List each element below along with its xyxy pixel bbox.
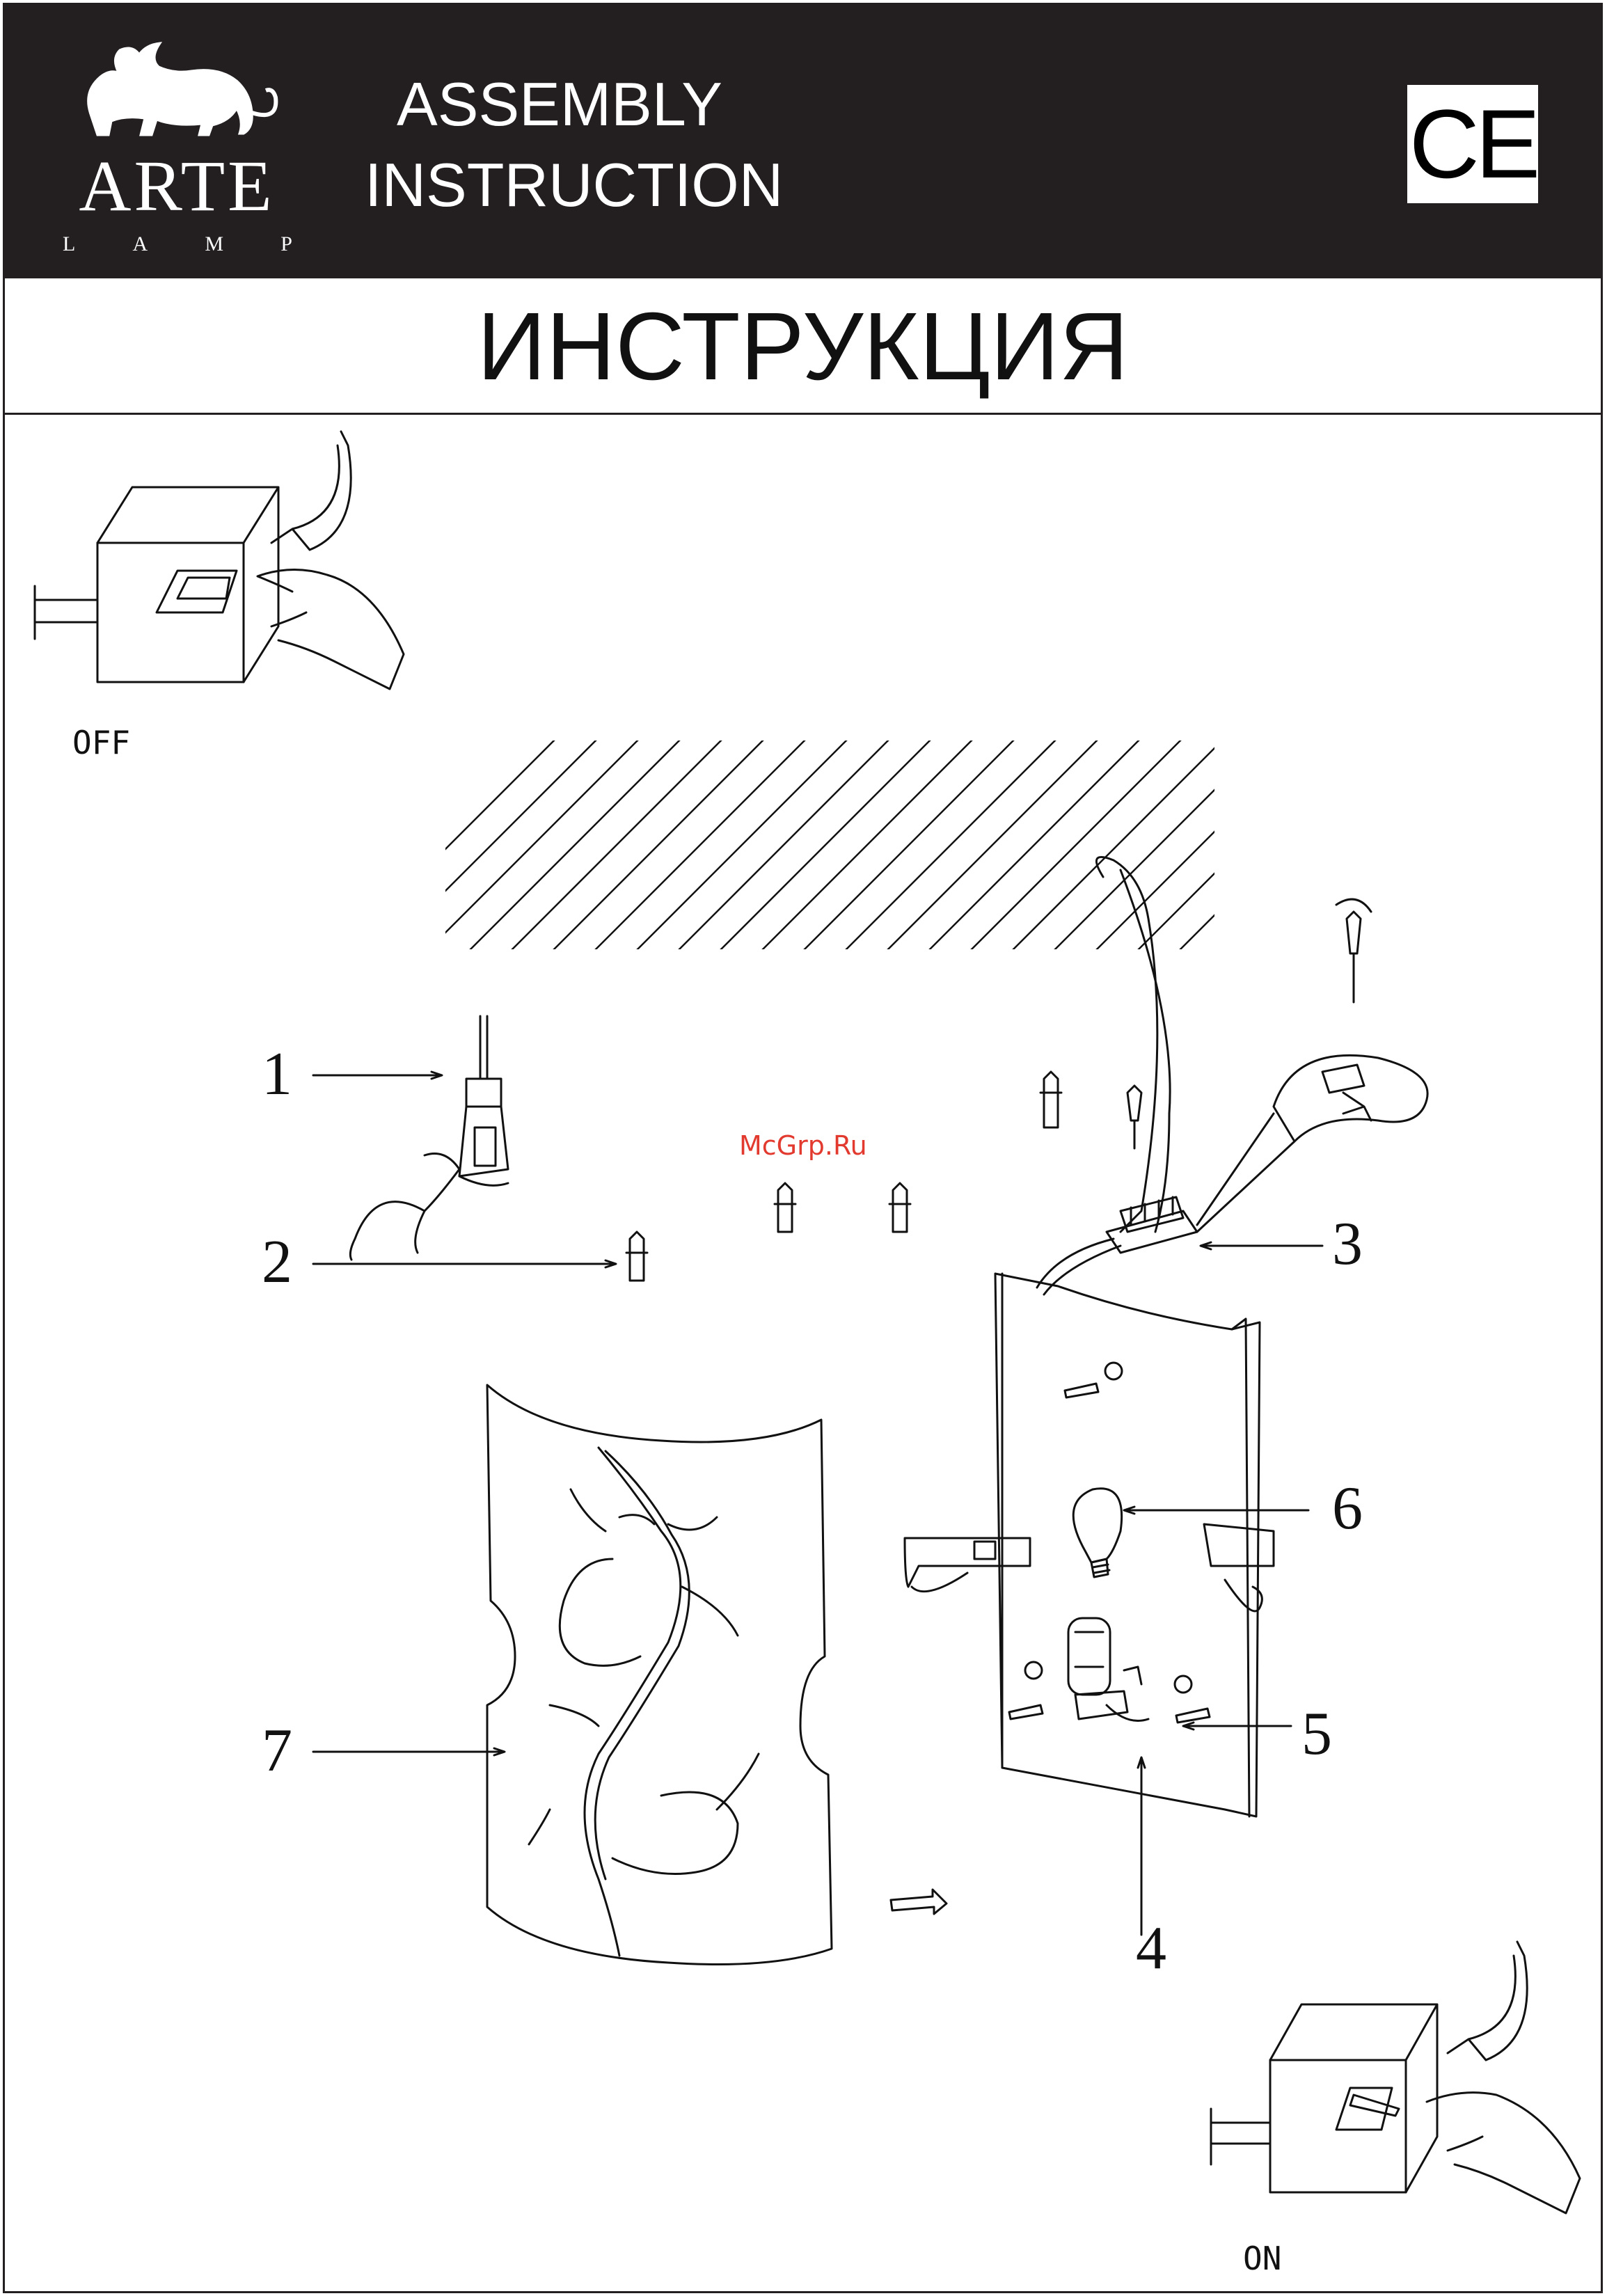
switch-on-label: ON [1243,2240,1281,2277]
bulb-icon [1073,1489,1121,1577]
socket-icon [1068,1618,1148,1721]
callout-2: 2 [262,1232,292,1293]
callout-leader-6 [1124,1507,1308,1514]
callout-leader-7 [313,1748,505,1755]
drill-icon [350,1016,508,1260]
direction-arrow [891,1890,947,1914]
wall-switch-icon [35,487,278,682]
curved-arrow-icon [271,432,351,550]
wall-switch-on-icon [1211,2004,1437,2192]
callout-leader-5 [1183,1723,1291,1729]
wall-plug-icon [626,1072,1061,1281]
callout-leader-4 [1138,1757,1145,1935]
callout-5: 5 [1301,1704,1332,1765]
hand-on-icon [1427,2093,1580,2213]
curved-arrow-on-icon [1448,1942,1527,2060]
callout-6: 6 [1332,1478,1363,1539]
callout-leader-3 [1201,1242,1322,1249]
mounting-plate-icon [905,1274,1274,1816]
callout-4: 4 [1136,1918,1166,1979]
callout-3: 3 [1332,1214,1363,1275]
callout-1: 1 [262,1044,292,1105]
callout-7: 7 [262,1720,292,1782]
lamp-shade-icon [487,1385,832,1965]
wall-hatch [320,710,1462,974]
switch-off-label: OFF [72,724,130,761]
callout-leader-2 [313,1260,616,1267]
terminal-block-icon [1037,1055,1427,1295]
callout-leader-1 [313,1072,442,1079]
watermark: McGrp.Ru [739,1130,867,1161]
assembly-drawing [0,418,1607,2290]
